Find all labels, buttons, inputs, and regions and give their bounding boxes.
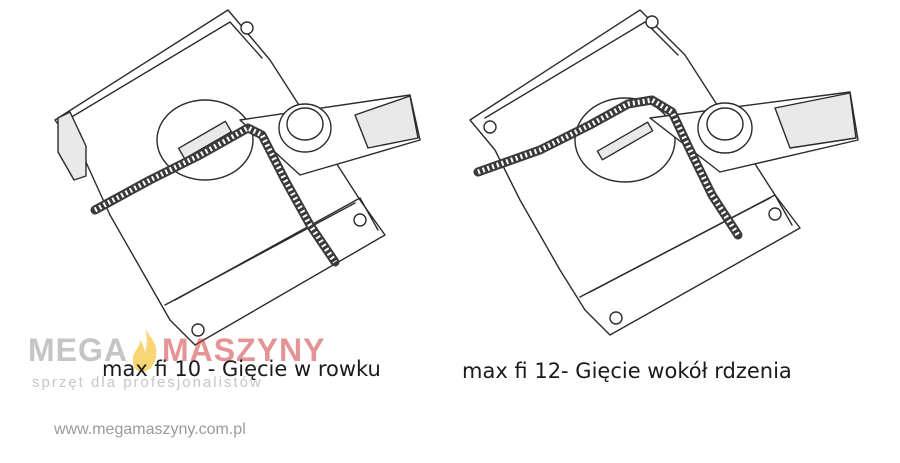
right-pin-inner xyxy=(706,107,744,141)
left-plate-rail xyxy=(164,202,356,306)
left-hole-top xyxy=(240,21,254,35)
caption-groove-bending: max fi 10 - Gięcie w rowku xyxy=(102,357,381,381)
brand-tagline: sprzęt dla profesjonalistów xyxy=(32,374,263,391)
right-plate-edge-top xyxy=(484,21,679,119)
left-pin-inner xyxy=(286,107,324,141)
brand-maszyny-text: MASZYNY xyxy=(162,332,326,368)
caption-core-bending: max fi 12- Gięcie wokół rdzenia xyxy=(462,359,792,383)
flame-icon xyxy=(132,328,157,372)
right-hole-bottom xyxy=(609,311,623,325)
brand-url: www.megamaszyny.com.pl xyxy=(54,421,246,438)
right-bender xyxy=(469,9,859,336)
right-plate-rail xyxy=(579,197,771,298)
brand-mega-text: MEGA xyxy=(28,332,128,368)
left-rebar-highlight xyxy=(93,125,338,264)
left-hole-right xyxy=(353,213,367,227)
right-hole-left xyxy=(483,120,497,134)
left-plate-edge-top xyxy=(69,21,263,119)
right-lever-handle xyxy=(774,92,857,149)
left-stopper-block xyxy=(57,111,87,181)
right-disc-slot xyxy=(596,121,654,161)
left-bender xyxy=(54,9,421,346)
left-hole-bottom xyxy=(191,323,205,337)
right-hole-top xyxy=(645,15,659,29)
right-hole-right xyxy=(768,207,782,221)
left-lever-handle xyxy=(354,95,419,149)
brand-watermark: MEGA MASZYNY sprzęt dla profesjonalistów xyxy=(28,328,348,412)
left-disc-groove xyxy=(177,120,233,160)
right-rebar xyxy=(473,95,743,240)
